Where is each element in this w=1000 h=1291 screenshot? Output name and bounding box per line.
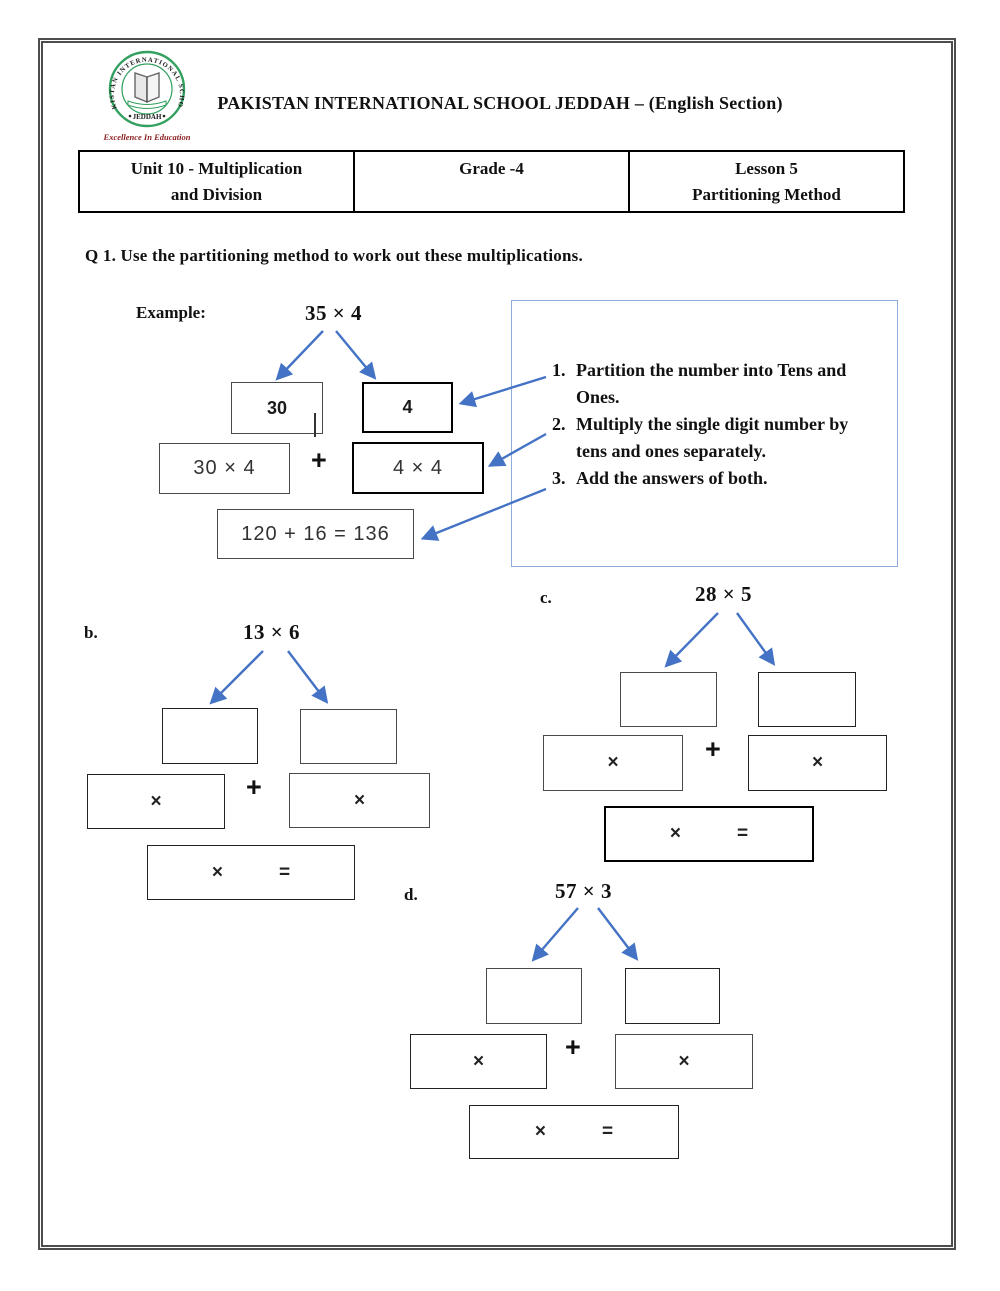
- example-tens-product-box: 30 × 4: [159, 443, 290, 494]
- problem-b-ones-product-box[interactable]: ×: [289, 773, 430, 828]
- instruction-2-number: 2.: [552, 414, 566, 434]
- problem-d-expression: 57 × 3: [555, 879, 612, 903]
- problem-b-tens-answer-box[interactable]: [162, 708, 258, 764]
- problem-d-result-box[interactable]: × =: [469, 1105, 679, 1159]
- multiply-sign: ×: [607, 752, 619, 773]
- equals-sign: =: [737, 823, 749, 844]
- logo-banner: [127, 100, 167, 109]
- instruction-3-text: Add the answers of both.: [576, 468, 768, 488]
- multiply-sign: ×: [678, 1050, 690, 1072]
- example-expression: 35 × 4: [305, 301, 362, 325]
- problem-c-tens-product-box[interactable]: ×: [543, 735, 683, 791]
- example-ones-product: 4 × 4: [392, 456, 444, 479]
- instruction-1-number: 1.: [552, 360, 566, 380]
- instruction-2-text: Multiply the single digit number by tens…: [576, 414, 849, 461]
- logo-dot-left: [128, 114, 132, 118]
- school-logo: PAKISTAN INTERNATIONAL SCHOOL JEDDAH Exc…: [90, 48, 191, 142]
- example-tens-product: 30 × 4: [193, 457, 256, 479]
- instructions-box: 1. Partition the number into Tens and On…: [511, 300, 898, 567]
- example-tens-box: 30: [231, 382, 323, 434]
- grade-text: Grade -4: [459, 159, 524, 178]
- problem-d-ones-product-box[interactable]: ×: [615, 1034, 753, 1089]
- example-label: Example:: [136, 303, 206, 322]
- problem-d-tens-product-box[interactable]: ×: [410, 1034, 547, 1089]
- question-text: Q 1. Use the partitioning method to work…: [85, 246, 583, 265]
- problem-b-plus-sign: +: [246, 772, 262, 802]
- lesson-line1: Lesson 5: [735, 159, 798, 178]
- problem-d-tens-answer-box[interactable]: [486, 968, 582, 1024]
- multiply-sign: ×: [211, 861, 223, 883]
- multiply-sign: ×: [811, 752, 824, 773]
- open-book-icon: [134, 72, 160, 104]
- example-ones-box: 4: [362, 382, 453, 433]
- info-cell-grade: Grade -4: [353, 152, 628, 211]
- problem-c-result-box[interactable]: × =: [604, 806, 814, 862]
- instruction-item-3: 3. Add the answers of both.: [552, 465, 887, 492]
- problem-b-expression: 13 × 6: [243, 620, 300, 644]
- example-plus-sign: +: [311, 445, 327, 475]
- text-cursor-mark: [314, 413, 316, 437]
- multiply-sign: ×: [150, 790, 162, 812]
- info-cell-unit: Unit 10 - Multiplication and Division: [80, 152, 353, 211]
- problem-c-label: c.: [540, 588, 552, 607]
- example-result-box: 120 + 16 = 136: [217, 509, 414, 559]
- info-cell-lesson: Lesson 5 Partitioning Method: [628, 152, 903, 211]
- problem-d-plus-sign: +: [565, 1032, 581, 1062]
- problem-b-tens-product-box[interactable]: ×: [87, 774, 225, 829]
- logo-city-text: JEDDAH: [133, 113, 162, 121]
- multiply-sign: ×: [472, 1050, 485, 1072]
- equals-sign: =: [602, 1121, 614, 1142]
- example-ones-product-box: 4 × 4: [352, 442, 484, 494]
- multiply-sign: ×: [669, 823, 681, 844]
- problem-c-ones-answer-box[interactable]: [758, 672, 856, 727]
- problem-c-plus-sign: +: [705, 734, 721, 764]
- example-ones-value: 4: [402, 397, 413, 417]
- problem-c-expression: 28 × 5: [695, 582, 752, 606]
- page-border: [38, 38, 956, 1250]
- multiply-sign: ×: [353, 789, 366, 811]
- problem-c-ones-product-box[interactable]: ×: [748, 735, 887, 791]
- instruction-3-number: 3.: [552, 468, 566, 488]
- unit-line1: Unit 10 - Multiplication: [130, 159, 303, 178]
- example-result: 120 + 16 = 136: [241, 522, 390, 545]
- logo-dot-right: [162, 114, 166, 118]
- info-table: Unit 10 - Multiplication and Division Gr…: [78, 150, 905, 213]
- equals-sign: =: [279, 861, 291, 883]
- multiply-sign: ×: [534, 1121, 546, 1142]
- logo-tagline: Excellence In Education: [103, 132, 191, 142]
- instruction-1-text: Partition the number into Tens and Ones.: [576, 360, 847, 407]
- instruction-item-1: 1. Partition the number into Tens and On…: [552, 357, 887, 411]
- lesson-line2: Partitioning Method: [692, 185, 841, 204]
- instruction-item-2: 2. Multiply the single digit number by t…: [552, 411, 887, 465]
- problem-c-tens-answer-box[interactable]: [620, 672, 717, 727]
- problem-d-label: d.: [404, 885, 418, 904]
- school-name-title: PAKISTAN INTERNATIONAL SCHOOL JEDDAH – (…: [217, 93, 783, 113]
- problem-b-label: b.: [84, 623, 98, 642]
- problem-b-result-box[interactable]: × =: [147, 845, 355, 900]
- unit-line2: and Division: [170, 185, 263, 204]
- example-tens-value: 30: [266, 397, 288, 418]
- problem-b-ones-answer-box[interactable]: [300, 709, 397, 764]
- problem-d-ones-answer-box[interactable]: [625, 968, 720, 1024]
